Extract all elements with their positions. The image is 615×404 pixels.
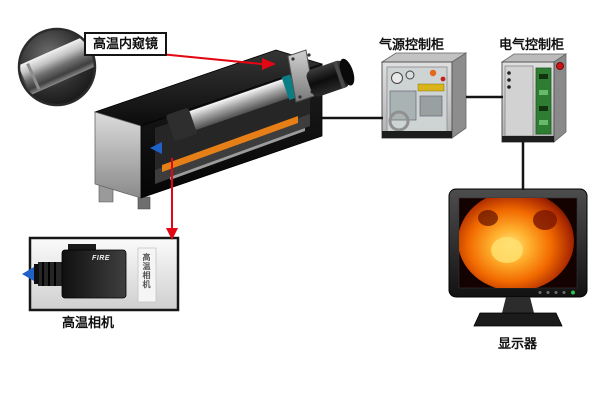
pcb-component [539, 90, 548, 95]
red-arrowhead-icon [166, 228, 178, 240]
housing-foot-right [137, 196, 151, 210]
pcb-chip [539, 74, 548, 79]
pressure-gauge-small [405, 70, 415, 80]
valve-panel [389, 90, 417, 121]
label-camera: 高温相机 [62, 315, 115, 330]
blue-direction-arrow-icon [22, 267, 34, 281]
electric-control-cabinet [500, 53, 568, 143]
air-hose-coil [388, 110, 410, 132]
monitor-button [562, 291, 566, 294]
fuse-dot [507, 85, 511, 89]
fuse-dot [507, 71, 511, 75]
lens-rib [42, 262, 44, 286]
camera-lens-barrel [306, 58, 355, 97]
display-monitor [448, 188, 588, 327]
label-monitor: 显示器 [498, 336, 538, 351]
flange-bolt [307, 53, 311, 57]
inset-border [17, 27, 97, 107]
endoscope-tube [19, 33, 95, 102]
emergency-button [556, 62, 564, 70]
interior-orange-rail [162, 116, 298, 172]
furnace-dark-patch [533, 210, 557, 230]
air-cabinet-base [382, 131, 452, 138]
red-connector-endoscope [159, 53, 263, 65]
camera-strip-text: 高温相机 [142, 253, 151, 289]
pcb-component [539, 120, 548, 125]
air-cabinet-side [451, 52, 467, 139]
lens-rib [54, 262, 56, 286]
housing-left-face [94, 111, 142, 199]
regulator-block [419, 95, 443, 117]
flange-bolt [291, 57, 295, 61]
lens-front-cap [34, 264, 39, 284]
label-endoscope-text: 高温内窥镜 [93, 36, 159, 51]
camera-lens [38, 262, 64, 286]
camera-inset-box [22, 236, 180, 312]
interior-probe-cylinder [166, 74, 298, 141]
main-housing-unit [93, 49, 355, 210]
lens-rib [48, 262, 50, 286]
monitor-button [554, 291, 558, 294]
label-electric-cabinet: 电气控制柜 [499, 37, 565, 52]
flange-bolt [298, 95, 302, 99]
camera-side-strip [137, 247, 157, 303]
probe-motor-block [166, 108, 197, 141]
monitor-button [546, 291, 550, 294]
monitor-button [538, 291, 542, 294]
pcb-chip [539, 106, 548, 111]
endoscope-inset-photo [17, 27, 97, 107]
camera-brand-text: FIRE [92, 255, 110, 262]
furnace-image [459, 198, 574, 288]
endoscope-tube-seam [26, 63, 41, 90]
electric-cabinet-base [502, 136, 554, 142]
lens-flange-plate [287, 49, 315, 103]
fuse-dot [507, 78, 511, 82]
connection-lines [159, 53, 525, 240]
camera-body [61, 249, 127, 299]
interior-silver-rail [170, 128, 305, 180]
furnace-hotspot [491, 237, 523, 263]
camera-top-bump [68, 244, 96, 252]
red-knob [440, 76, 446, 82]
interior-blue-arrow-icon [150, 142, 162, 154]
circuit-board [535, 67, 552, 135]
lens-barrel-front [339, 58, 355, 86]
yellow-valve-bar [417, 83, 445, 92]
pressure-gauge [391, 72, 403, 84]
furnace-dark-patch [478, 210, 498, 226]
electric-cabinet-door [504, 65, 534, 137]
label-air-cabinet: 气源控制柜 [379, 37, 445, 52]
orange-knob [429, 69, 437, 77]
monitor-stand-base [473, 312, 563, 327]
monitor-stand-neck [502, 297, 534, 313]
air-control-cabinet [380, 52, 468, 139]
red-arrowhead-icon [262, 58, 276, 70]
power-led [571, 290, 575, 295]
label-endoscope: 高温内窥镜 [84, 32, 168, 56]
lens-barrel-ring [333, 60, 346, 89]
probe-cylinder-body [177, 77, 298, 133]
probe-teal-ring [281, 74, 298, 101]
